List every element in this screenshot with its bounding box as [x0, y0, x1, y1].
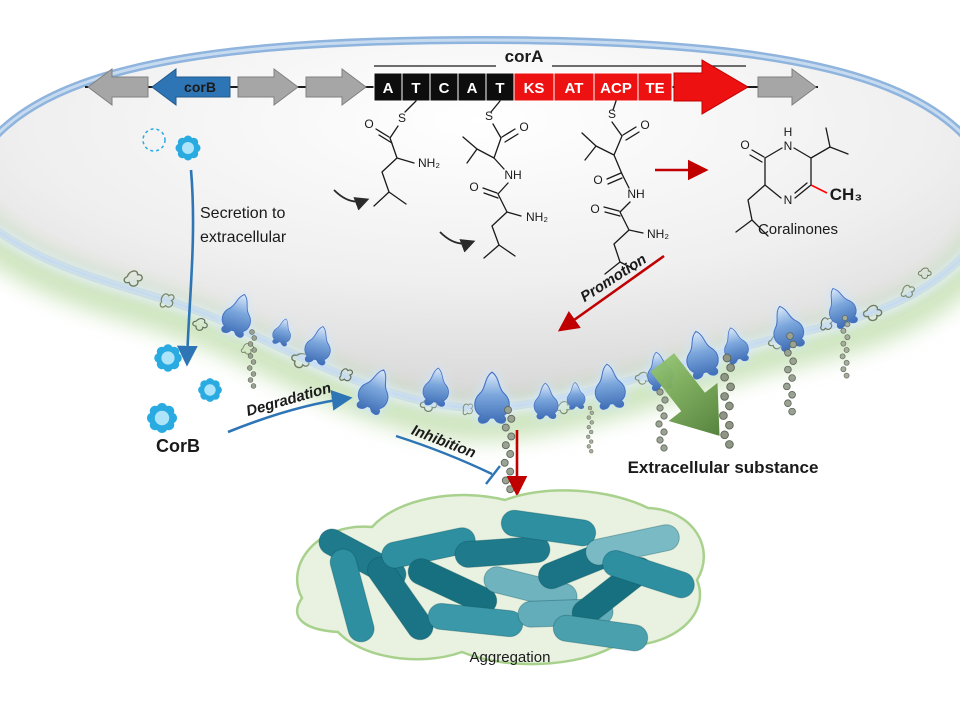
secretion-arrow — [176, 169, 198, 367]
secretion-label-line2: extracellular — [200, 229, 287, 246]
t1-connector — [404, 100, 417, 113]
domain-TE: TE — [645, 80, 664, 97]
extracellular-substance-label: Extracellular substance — [628, 458, 819, 477]
nrps-domain-boxes: A T C A T — [373, 72, 515, 102]
cora-label: corA — [505, 47, 544, 66]
s3-O3: O — [590, 202, 599, 216]
s2-NH2: NH₂ — [526, 210, 548, 224]
intermediate-structure-3: S O O NH O NH₂ — [581, 107, 669, 275]
domain-A1: A — [383, 80, 394, 97]
corb-protein-icon — [198, 378, 222, 402]
s2-O2: O — [469, 180, 478, 194]
secretion-label-line1: Secretion to — [200, 205, 285, 222]
bacteria-rods — [318, 509, 695, 652]
condensation-arrow-1 — [333, 189, 370, 211]
domain-A2: A — [467, 80, 478, 97]
ring-N-top: N — [784, 139, 793, 153]
inhibition-bar — [485, 465, 501, 485]
intermediate-structure-1: S O NH₂ — [364, 111, 440, 207]
acp-connector — [612, 100, 617, 111]
corb-protein-icon — [147, 403, 177, 433]
gene-arrow-gray-left — [87, 68, 149, 106]
s1-O: O — [364, 117, 373, 131]
domain-KS: KS — [524, 80, 545, 97]
s3-S: S — [608, 107, 616, 121]
corb-protein-label: CorB — [156, 436, 200, 456]
s3-O1: O — [640, 118, 649, 132]
ch3-label: CH₃ — [830, 185, 862, 204]
domain-ACP: ACP — [600, 80, 632, 97]
s3-NH2: NH₂ — [647, 227, 669, 241]
degradation-arrow — [227, 389, 353, 434]
gene-cluster: corB corA A T C A T KS AT ACP — [85, 47, 818, 115]
domain-T1: T — [411, 80, 420, 97]
t2-connector — [490, 100, 501, 113]
extracellular-substance-arrow — [650, 353, 720, 436]
corb-protein-icon — [154, 344, 182, 372]
ring-N-bottom: N — [784, 193, 793, 207]
bacteria-aggregate: Aggregation — [295, 489, 706, 666]
domain-T2: T — [495, 80, 504, 97]
inhibition-line — [395, 434, 493, 476]
s2-NH: NH — [504, 168, 521, 182]
s1-S: S — [398, 111, 406, 125]
s1-NH2: NH₂ — [418, 156, 440, 170]
ring-O: O — [740, 138, 749, 152]
corb-secretion: Secretion to extracellular CorB — [142, 128, 287, 456]
corb-protein-icon — [175, 135, 201, 161]
s3-NH: NH — [627, 187, 644, 201]
gene-arrow-gray-2 — [237, 68, 299, 106]
corb-gene-arrow — [151, 68, 231, 106]
promotion-arrow — [557, 254, 665, 332]
cora-gene-arrow — [673, 59, 749, 115]
gene-arrow-gray-3 — [305, 68, 367, 106]
pks-domain-boxes: KS AT ACP TE — [513, 72, 673, 102]
condensation-arrow-2 — [439, 231, 476, 253]
s3-O2: O — [593, 173, 602, 187]
ch3-bond — [810, 184, 828, 194]
s2-S: S — [485, 109, 493, 123]
coralinones-label: Coralinones — [758, 221, 838, 238]
aggregation-label: Aggregation — [470, 649, 551, 666]
ring-H: H — [784, 125, 793, 139]
nascent-corb-icon — [142, 128, 166, 152]
s2-O1: O — [519, 120, 528, 134]
intermediate-structure-2: S O NH O NH₂ — [462, 109, 548, 259]
gene-arrow-gray-right — [757, 68, 817, 106]
domain-C: C — [439, 80, 450, 97]
domain-AT: AT — [565, 80, 584, 97]
corb-gene-label: corB — [184, 79, 216, 95]
coralinones-structure: H N N O CH₃ Coralinones — [735, 125, 862, 238]
